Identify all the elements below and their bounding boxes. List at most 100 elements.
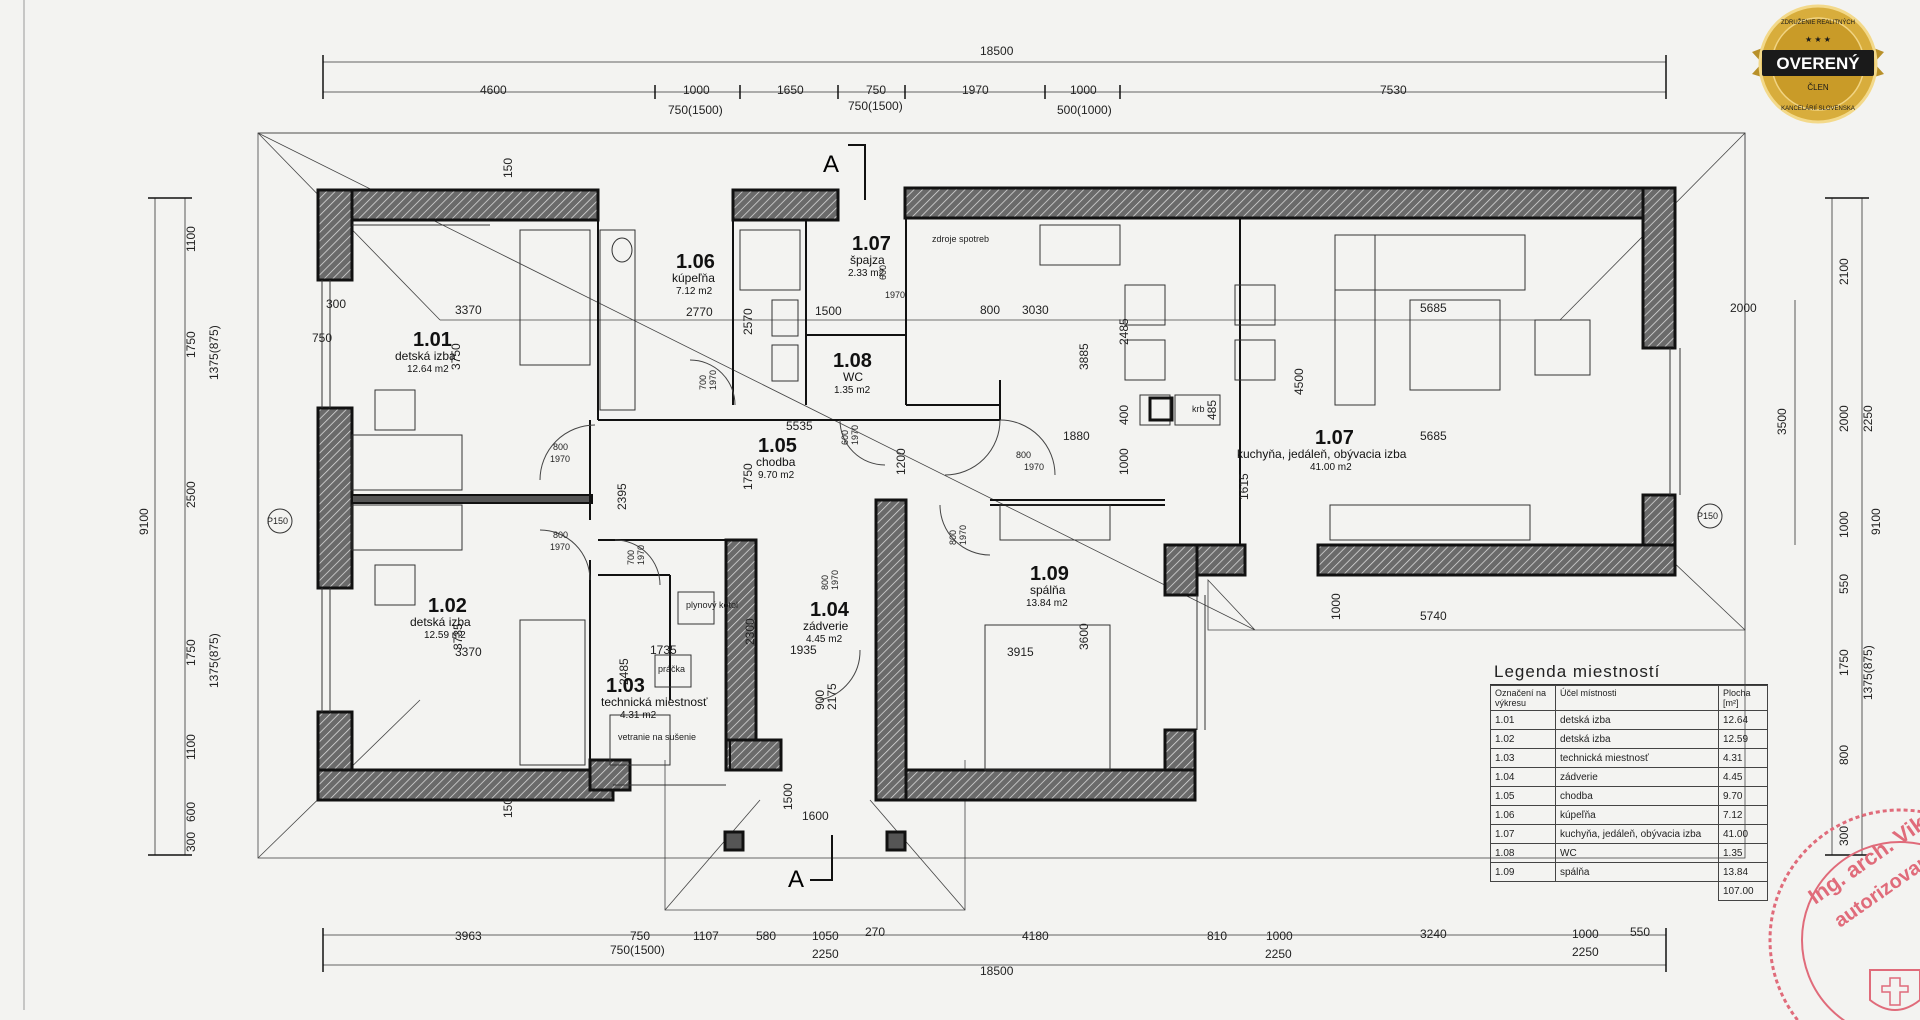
dim-inner: 1600 <box>802 809 829 823</box>
dim-inner: 300 <box>326 297 346 311</box>
dim-inner: 1000 <box>1117 448 1131 475</box>
table-cell: 1.35 <box>1718 843 1768 863</box>
dim-left-0: 1100 <box>184 226 198 252</box>
table-cell: detská izba <box>1555 710 1719 730</box>
table-cell: 9.70 <box>1718 786 1768 806</box>
dim-top-total: 18500 <box>980 44 1014 58</box>
room-legend: Legenda miestností Označení na výkresu Ú… <box>1490 660 1768 901</box>
svg-text:1970: 1970 <box>550 454 570 464</box>
dim-right-sub-0: 2250 <box>1861 405 1875 432</box>
dim-bot-1: 750 <box>630 929 650 943</box>
table-cell: kúpeľňa <box>1555 805 1719 825</box>
room-number: 1.05 <box>758 435 797 457</box>
dim-right-0: 2100 <box>1837 258 1851 285</box>
svg-text:800: 800 <box>820 575 830 590</box>
dim-right-3: 550 <box>1837 574 1851 594</box>
room-name: detská izba <box>395 349 456 363</box>
fireplace-label: krb <box>1192 404 1205 414</box>
room-name: špajza <box>850 253 885 267</box>
section-marks <box>810 144 866 881</box>
room-area: 9.70 m2 <box>758 470 795 481</box>
room-number: 1.02 <box>428 595 467 617</box>
dim-inner: 3600 <box>1077 623 1091 650</box>
dim-top-0: 4600 <box>480 83 507 97</box>
dim-bot-5: 270 <box>865 925 885 939</box>
dim-inner: 1500 <box>781 783 795 810</box>
dim-left-1: 1750 <box>184 331 198 358</box>
dim-bot-10: 1000 <box>1572 927 1599 941</box>
dim-right-5: 800 <box>1837 745 1851 765</box>
room-name: WC <box>843 370 863 384</box>
column-left <box>723 830 745 852</box>
dim-top-4: 1970 <box>962 83 989 97</box>
svg-text:1970: 1970 <box>958 525 968 545</box>
dim-top-sub-0: 750(1500) <box>668 103 723 117</box>
dim-inner: 5685 <box>1420 429 1447 443</box>
dim-bot-9: 3240 <box>1420 927 1447 941</box>
dim-bot-8: 1000 <box>1266 929 1293 943</box>
table-cell: 1.07 <box>1490 824 1556 844</box>
legend-header: Účel místnosti <box>1555 685 1719 711</box>
dim-left-3: 1750 <box>184 639 198 666</box>
room-number: 1.06 <box>676 251 715 273</box>
legend-total-row: 107.00 <box>1491 881 1768 901</box>
dim-inner: 3370 <box>455 303 482 317</box>
table-cell: WC <box>1555 843 1719 863</box>
room-number: 1.09 <box>1030 563 1069 585</box>
room-name: detská izba <box>410 615 471 629</box>
dim-inner: 900 <box>813 690 827 710</box>
p150-markers: P150 P150 <box>267 503 1723 534</box>
vent-label: vetranie na sušenie <box>618 732 696 742</box>
svg-text:800: 800 <box>553 442 568 452</box>
dim-bot-7: 810 <box>1207 929 1227 943</box>
door-labels: 800 1970 700 1970 600 1970 800 1970 800 … <box>550 265 1044 590</box>
room-number: 1.07 <box>852 233 891 255</box>
dim-left-total: 9100 <box>137 508 151 535</box>
dim-right-total: 9100 <box>1869 508 1883 535</box>
dim-top-sub-2: 500(1000) <box>1057 103 1112 117</box>
table-cell: 1.05 <box>1490 786 1556 806</box>
dim-left-6: 300 <box>184 832 198 852</box>
door-swings <box>539 359 1056 701</box>
table-cell: 1.09 <box>1490 862 1556 882</box>
dim-top-1: 1000 <box>683 83 710 97</box>
table-cell: 4.31 <box>1718 748 1768 768</box>
room-area: 2.33 m2 <box>848 268 885 279</box>
dim-inner: 3735 <box>451 623 465 650</box>
table-cell: 41.00 <box>1718 824 1768 844</box>
dim-inner: 750 <box>312 331 332 345</box>
table-cell: 7.12 <box>1718 805 1768 825</box>
dim-right-1: 2000 <box>1837 405 1851 432</box>
legend-header-row: Označení na výkresu Účel místnosti Ploch… <box>1490 685 1768 711</box>
table-cell: 12.64 <box>1718 710 1768 730</box>
svg-text:700: 700 <box>698 375 708 390</box>
dim-bot-11: 550 <box>1630 925 1650 939</box>
coat-of-arms-icon <box>1869 969 1920 1011</box>
badge-stars-icon: ★ ★ ★ <box>1805 35 1831 44</box>
svg-text:800: 800 <box>553 530 568 540</box>
room-number: 1.03 <box>606 675 645 697</box>
dim-right-sub-2: 3500 <box>1775 408 1789 435</box>
dimension-lines <box>154 61 1863 966</box>
roof-outline <box>257 132 1746 911</box>
dim-inner: 2485 <box>617 658 631 685</box>
svg-text:1970: 1970 <box>636 545 646 565</box>
empty-cell <box>1556 882 1719 901</box>
dim-inner: 3370 <box>455 645 482 659</box>
column-right <box>885 830 907 852</box>
dim-inner: 1615 <box>1237 473 1251 500</box>
room-labels: 1.01 detská izba 12.64 m2 1.02 detská iz… <box>395 233 1407 721</box>
room-name: kúpeľňa <box>672 271 715 285</box>
dim-right-sub-3: 2000 <box>1730 301 1757 315</box>
svg-text:1970: 1970 <box>830 570 840 590</box>
p150-left: P150 <box>267 516 288 526</box>
dim-inner: 2175 <box>825 683 839 710</box>
dim-inner: 1750 <box>741 463 755 490</box>
